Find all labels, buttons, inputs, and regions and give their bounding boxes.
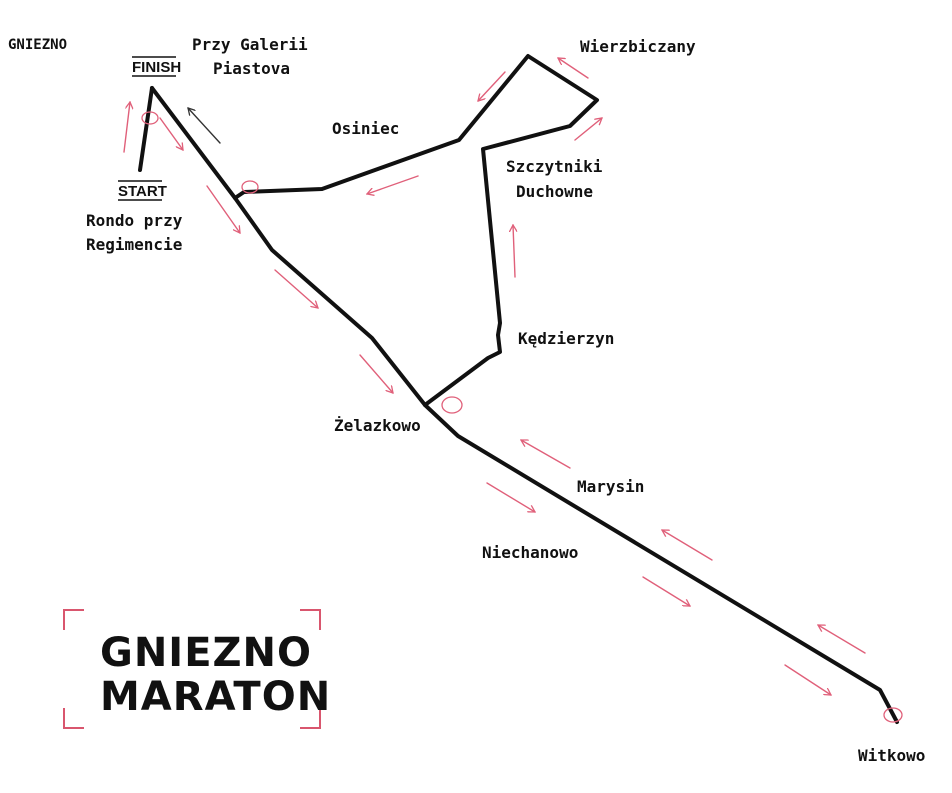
- arrow-left-icon: [478, 71, 506, 101]
- arrow-up-icon: [123, 102, 130, 153]
- bracket-top-right: [300, 609, 321, 630]
- place-niechanowo: Niechanowo: [482, 543, 578, 562]
- arrow-right-icon: [486, 482, 535, 513]
- place-zelazkowo: Żelazkowo: [334, 416, 421, 435]
- place-szczytniki: Szczytniki: [506, 157, 603, 176]
- place-marysin: Marysin: [577, 477, 644, 496]
- arrow-left-icon: [367, 175, 419, 194]
- logo-line-2: MARATON: [100, 674, 331, 720]
- route-start-to-finish-spur: [138, 86, 154, 172]
- place-piastova: Piastova: [213, 59, 290, 78]
- arrow-up-icon: [513, 225, 515, 278]
- route-osiniec-loop: [233, 54, 599, 407]
- arrow-down-icon: [274, 269, 318, 308]
- direction-arrows: [123, 58, 866, 695]
- route-main-line: [150, 86, 899, 724]
- bracket-top-left: [63, 609, 84, 630]
- place-wierzbiczany: Wierzbiczany: [580, 37, 696, 56]
- turnaround-zelazkowo-icon: [441, 396, 463, 414]
- arrow-left-icon: [558, 58, 589, 79]
- start-marker: START: [118, 183, 167, 200]
- turnaround-osiniec-icon: [241, 180, 259, 194]
- gniezno-maraton-logo: GNIEZNO MARATON: [63, 609, 331, 729]
- arrow-up-icon: [574, 118, 602, 141]
- place-rondo-przy: Rondo przy: [86, 211, 183, 230]
- arrow-down-icon: [159, 117, 183, 150]
- arrow-left-icon: [521, 439, 571, 469]
- place-osiniec: Osiniec: [332, 119, 399, 138]
- turnaround-finish-icon: [141, 111, 159, 125]
- place-regimencie: Regimencie: [86, 235, 182, 254]
- place-przy-galerii: Przy Galerii: [192, 35, 308, 54]
- arrow-left-icon: [818, 624, 866, 654]
- turnaround-witkowo-icon: [883, 707, 903, 723]
- place-duchowne: Duchowne: [516, 182, 593, 201]
- place-witkowo: Witkowo: [858, 746, 925, 765]
- arrow-right-icon: [784, 664, 831, 695]
- arrow-right-icon: [642, 576, 690, 607]
- finish-marker: FINISH: [132, 59, 181, 76]
- place-kedzierzyn: Kędzierzyn: [518, 329, 614, 348]
- arrow-to-finish-icon: [188, 108, 221, 144]
- arrow-down-icon: [359, 354, 393, 393]
- place-gniezno: GNIEZNO: [8, 37, 67, 53]
- logo-line-1: GNIEZNO: [100, 630, 312, 676]
- arrow-left-icon: [662, 529, 713, 561]
- bracket-bottom-right: [300, 708, 321, 729]
- bracket-bottom-left: [63, 708, 84, 729]
- arrow-down-icon: [206, 185, 240, 233]
